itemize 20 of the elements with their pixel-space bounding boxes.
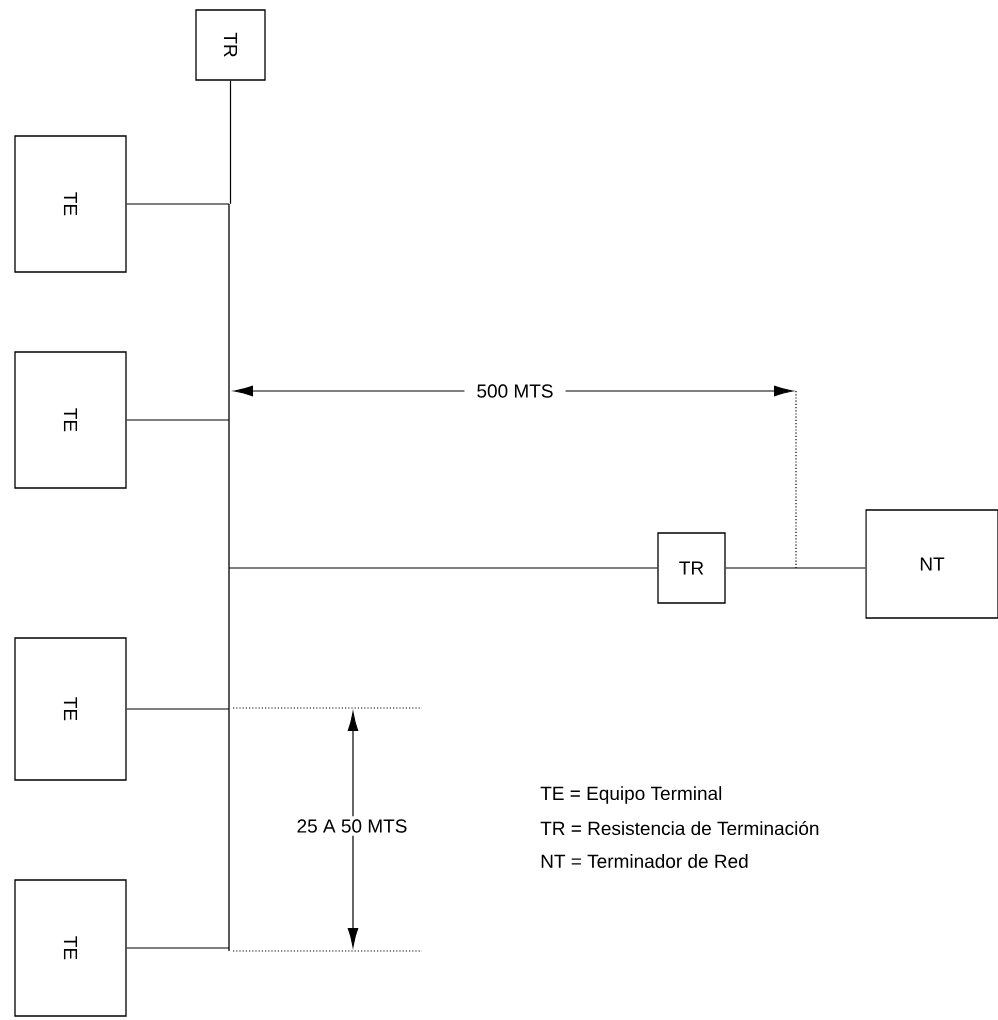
device-box: TR (657, 532, 726, 604)
device-box: NT (865, 509, 998, 619)
terminal-box: TE (14, 351, 127, 489)
legend-text: TE = Equipo Terminal (540, 786, 722, 804)
connector-line (126, 419, 230, 421)
connector-line (126, 947, 230, 949)
terminal-box: TE (14, 637, 127, 781)
connector-line (126, 203, 230, 205)
bus-line (228, 204, 230, 951)
connector-line (126, 708, 230, 710)
terminal-box: TR (195, 9, 266, 81)
legend-text: NT = Terminador de Red (541, 854, 748, 868)
connector-line (229, 80, 232, 205)
connector-line (228, 567, 658, 569)
dimension-label: 500 MTS (464, 372, 566, 410)
legend-text: TR = Resistencia de Terminación (540, 820, 819, 836)
terminal-box: TE (14, 135, 127, 273)
terminal-box: TE (14, 879, 127, 1017)
connector-line (725, 567, 866, 569)
dimension-label: 25 A 50 MTS (293, 816, 411, 836)
